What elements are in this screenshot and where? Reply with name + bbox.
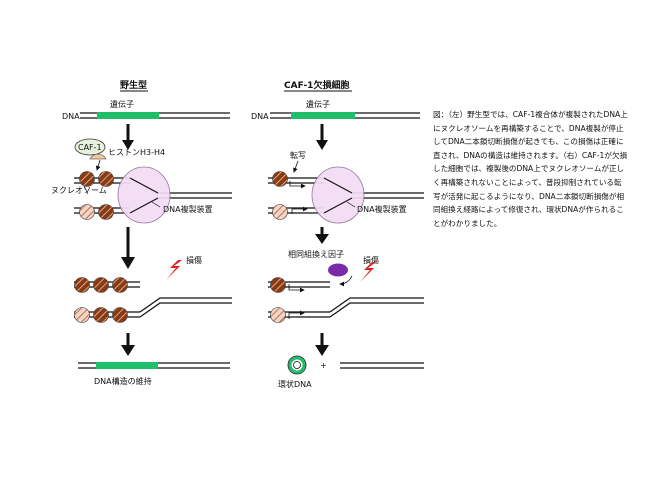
- nucleosome: [98, 171, 114, 187]
- replisome-label: DNA複製装置: [357, 204, 407, 214]
- nucleosome-label: ヌクレオソーム: [51, 186, 107, 195]
- nucleosome: [74, 307, 90, 323]
- replisome: [117, 166, 171, 224]
- nucleosome: [74, 277, 90, 293]
- nucleosome: [112, 307, 128, 323]
- result-label: DNA構造の維持: [94, 376, 152, 386]
- circular-dna-label: 環状DNA: [278, 379, 312, 389]
- replisome: [311, 166, 365, 224]
- circular-dna: [288, 356, 306, 374]
- nucleosome: [272, 171, 288, 187]
- dna-label: DNA: [62, 112, 80, 121]
- caf1-label: CAF-1: [78, 143, 102, 152]
- wild-type-title: 野生型: [120, 79, 147, 91]
- recombination-factor-label: 相同組換え因子: [288, 249, 344, 259]
- recombination-factor: [328, 263, 348, 277]
- nucleosome: [98, 204, 114, 220]
- gene-segment: [97, 112, 159, 119]
- plus-sign: +: [320, 361, 327, 370]
- gene-label: 遺伝子: [110, 99, 134, 109]
- caf1-complex: [74, 138, 106, 156]
- figure-caption: 図：（左）野生型では、CAF-1複合体が複製されたDNA上にヌクレオソームを再構…: [433, 110, 628, 228]
- damage-icon: [166, 260, 182, 280]
- gene-segment: [291, 112, 355, 119]
- dna-label: DNA: [251, 112, 269, 121]
- wild-type-panel: 野生型 DNA 遺伝子 CAF-1 ヒストンH3-H4 ヌクレオソーム: [51, 79, 232, 386]
- nucleosome: [93, 307, 109, 323]
- nucleosome: [79, 171, 95, 187]
- nucleosome: [79, 204, 95, 220]
- caf1-deficient-panel: CAF-1欠損細胞 DNA 遺伝子 転写 DNA複製装置: [251, 79, 424, 389]
- damage-label: 損傷: [186, 255, 202, 265]
- transcription-arrow: [291, 206, 308, 214]
- histone-label: ヒストンH3-H4: [108, 148, 165, 157]
- transcription-arrow: [288, 284, 305, 293]
- transcription-arrow: [288, 310, 305, 319]
- gene-segment: [96, 362, 158, 369]
- nucleosome: [112, 277, 128, 293]
- nucleosome: [272, 204, 288, 220]
- caf1-deficient-title: CAF-1欠損細胞: [284, 79, 349, 91]
- histone-h3-h4: [89, 153, 107, 160]
- nucleosome: [93, 277, 109, 293]
- transcription-arrow: [289, 181, 306, 189]
- gene-label: 遺伝子: [306, 99, 330, 109]
- damage-label: 損傷: [363, 255, 379, 265]
- transcription-label: 転写: [290, 151, 306, 160]
- damage-icon: [360, 262, 376, 282]
- replisome-label: DNA複製装置: [163, 204, 213, 214]
- nucleosome: [270, 277, 286, 293]
- nucleosome: [270, 307, 286, 323]
